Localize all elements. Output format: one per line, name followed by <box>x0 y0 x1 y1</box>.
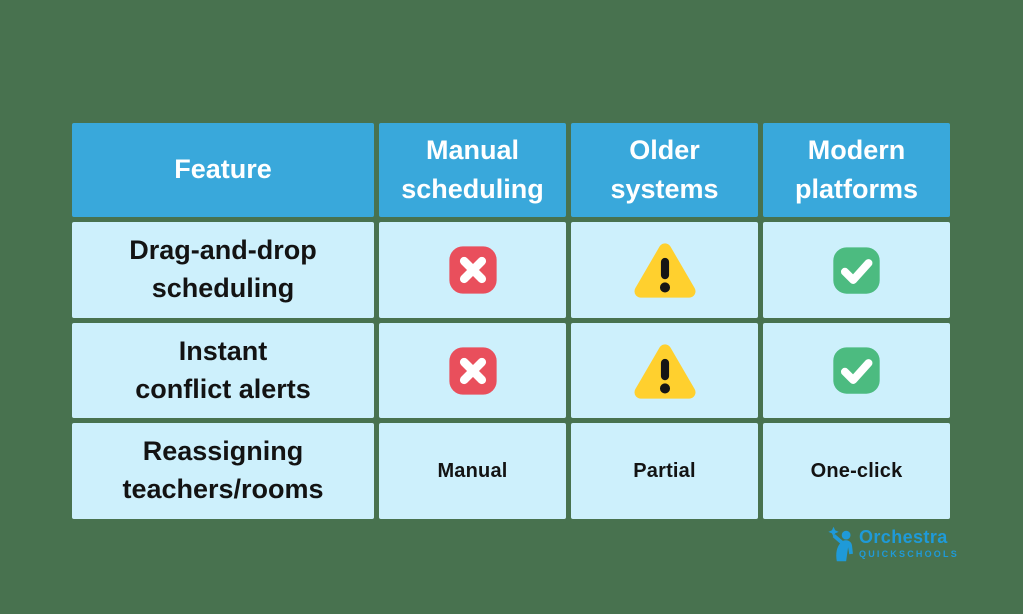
cross-icon <box>448 346 497 395</box>
logo-name: Orchestra <box>859 527 948 548</box>
check-icon <box>833 347 880 394</box>
cell-value: One-click <box>810 459 903 482</box>
feature-label: Reassigning teachers/rooms <box>122 436 324 504</box>
logo-text: Orchestra QUICKSCHOOLS <box>859 527 959 559</box>
table-cell-modern-reassigning: One-click <box>763 423 950 519</box>
warning-icon <box>633 243 696 298</box>
feature-cell-instant-conflict-alerts: Instant conflict alerts <box>72 323 374 418</box>
column-header-feature: Feature <box>72 123 374 217</box>
column-header-manual-scheduling-label: Manual scheduling <box>401 134 544 204</box>
orchestra-logo: Orchestra QUICKSCHOOLS <box>827 525 959 562</box>
feature-label: Instant conflict alerts <box>135 335 311 404</box>
table-cell-manual-alerts <box>379 323 566 418</box>
feature-cell-drag-and-drop: Drag-and-drop scheduling <box>72 222 374 318</box>
table-cell-older-alerts <box>571 323 758 418</box>
conductor-icon <box>828 526 853 562</box>
column-header-manual-scheduling: Manual scheduling <box>379 123 566 217</box>
cell-value: Partial <box>633 459 696 482</box>
table-cell-manual-reassigning: Manual <box>379 423 566 519</box>
table-cell-older-drag <box>571 222 758 318</box>
table-cell-manual-drag <box>379 222 566 318</box>
cell-value: Manual <box>437 459 508 482</box>
warning-icon <box>633 343 696 399</box>
table-cell-modern-alerts <box>763 323 950 418</box>
column-header-modern-platforms-label: Modern platforms <box>794 134 919 204</box>
feature-label: Drag-and-drop scheduling <box>129 235 317 303</box>
column-header-older-systems: Older systems <box>571 123 758 217</box>
column-header-feature-label: Feature <box>174 154 272 185</box>
check-icon <box>833 246 880 294</box>
cross-icon <box>448 246 497 294</box>
feature-cell-reassigning: Reassigning teachers/rooms <box>72 423 374 519</box>
comparison-table: Feature Manual scheduling Older systems … <box>72 123 950 519</box>
table-cell-modern-drag <box>763 222 950 318</box>
column-header-older-systems-label: Older systems <box>610 134 719 204</box>
column-header-modern-platforms: Modern platforms <box>763 123 950 217</box>
table-cell-older-reassigning: Partial <box>571 423 758 519</box>
logo-subtitle: QUICKSCHOOLS <box>859 548 959 559</box>
